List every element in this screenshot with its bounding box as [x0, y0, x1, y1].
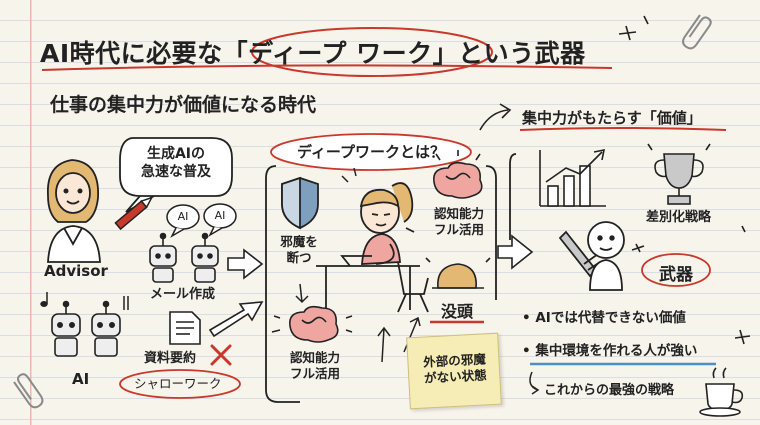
arrow-icon	[208, 248, 264, 338]
sticky-note-text: 外部の邪魔 がない状態	[422, 351, 487, 386]
robot-icon	[191, 232, 219, 283]
robot-icon	[149, 232, 177, 283]
closing-strategy-label: これからの最強の戦略	[544, 383, 675, 398]
speech-bubble-text: 生成AIの 急速な普及	[141, 146, 211, 180]
music-note-icon	[40, 292, 129, 310]
differentiation-label: 差別化戦略	[646, 210, 712, 225]
cut-distraction-label: 邪魔を 断つ	[280, 234, 318, 265]
immersed-head-icon	[425, 257, 491, 289]
ai-bubble-label: AI	[177, 210, 189, 223]
doc-summary-label: 資料要約	[144, 351, 197, 366]
trophy-icon	[647, 143, 711, 205]
advisor-icon	[47, 159, 101, 263]
value-bracket	[509, 153, 517, 240]
desk-icon	[316, 255, 429, 313]
coffee-cup-icon	[699, 367, 744, 417]
arrow-icon	[497, 234, 534, 270]
arrow-icon	[479, 103, 512, 131]
page-title: AI時代に必要な「ディープ ワーク」という武器	[40, 39, 586, 68]
robot-icon	[51, 300, 81, 357]
title-highlight-ellipse	[251, 27, 493, 77]
focused-worker-icon	[359, 182, 415, 265]
deep-work-bracket	[485, 165, 497, 300]
growth-chart-icon	[539, 148, 606, 207]
weapon-label: 武器	[659, 265, 693, 285]
sparkle-icon	[618, 15, 751, 345]
value-heading-underline	[519, 127, 727, 131]
cognitive-bottom-label: 認知能力 フル活用	[289, 350, 340, 381]
paperclip-icon	[13, 373, 44, 409]
shield-icon	[281, 176, 319, 230]
ai-label: AI	[72, 370, 90, 388]
bullet-text-2: 集中環境を作れる人が強い	[535, 343, 698, 359]
document-icon	[169, 311, 201, 345]
deep-work-heading: ディープワークとは？	[296, 143, 446, 161]
value-heading: 集中力がもたらす「価値」	[522, 109, 702, 127]
ai-bubble-label: AI	[214, 209, 226, 222]
knight-icon	[558, 221, 625, 291]
arrow-icon	[529, 371, 540, 395]
bullet-item-1: • AIでは代替できない価値	[522, 310, 686, 326]
cognitive-top-label: 認知能力 フル活用	[433, 206, 484, 237]
email-label: メール作成	[150, 287, 216, 302]
ai-bubble-shapes	[166, 203, 237, 238]
bullet-text-1: AIでは代替できない価値	[535, 310, 686, 326]
deep-work-heading-ellipse	[270, 133, 472, 171]
weapon-ellipse	[641, 253, 711, 287]
paperclip-icon	[682, 14, 712, 50]
shallow-work-label: シャローワーク	[134, 376, 222, 391]
immersion-label: 没頭	[440, 302, 473, 321]
robot-icon	[91, 300, 121, 357]
advisor-label: Advisor	[44, 262, 108, 280]
page-subtitle: 仕事の集中力が価値になる時代	[50, 94, 317, 116]
title-underline	[41, 64, 613, 71]
bullet-item-2: • 集中環境を作れる人が強い	[522, 343, 698, 359]
brain-icon	[432, 150, 483, 199]
shallow-work-ellipse	[119, 369, 241, 399]
pen-icon	[114, 196, 154, 231]
cross-mark-icon	[210, 344, 232, 366]
arrow-icon	[295, 283, 421, 363]
deep-work-bracket	[265, 165, 300, 403]
motion-lines	[341, 167, 357, 183]
brain-icon	[271, 305, 353, 343]
